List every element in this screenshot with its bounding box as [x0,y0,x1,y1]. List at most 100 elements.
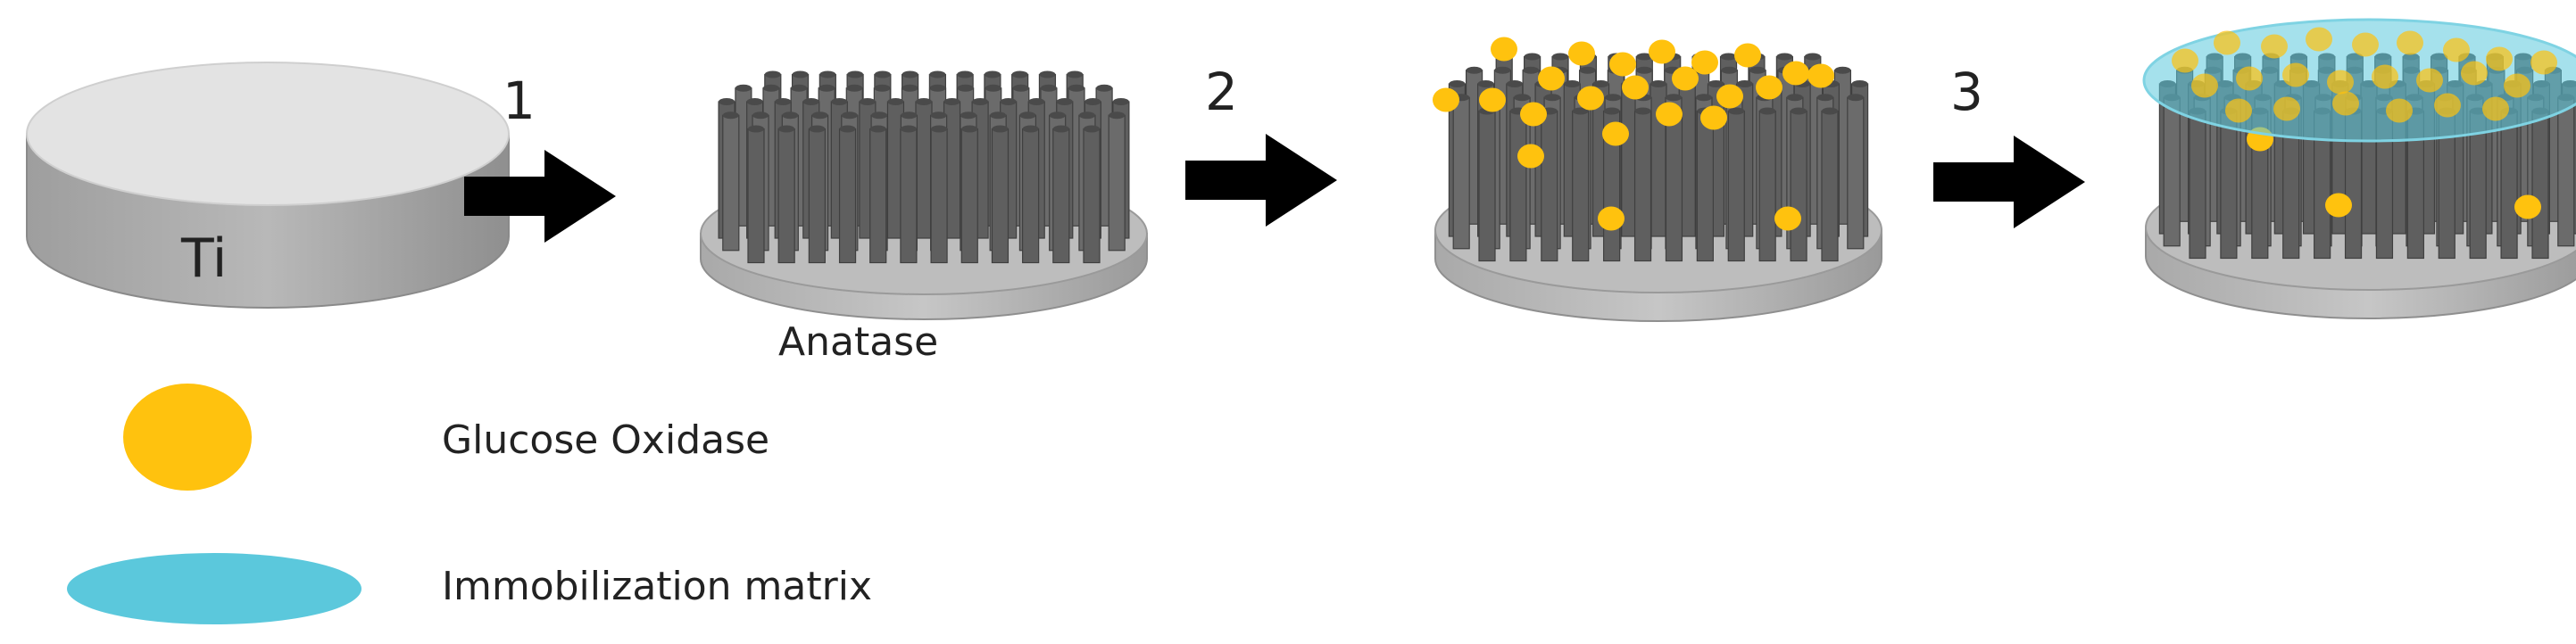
nanotube-opening [791,84,808,92]
glucose-oxidase-particle [1734,43,1761,68]
glucose-oxidase-particle [2397,30,2423,55]
nanotube-opening [1477,80,1494,87]
nanotube-opening [930,111,947,120]
glucose-oxidase-particle [1807,63,1834,88]
glucose-oxidase-particle [2530,50,2557,75]
nanotube-opening [859,98,876,105]
step-1-label: 1 [503,70,536,131]
step-2-label: 2 [1205,62,1238,122]
nanotube-opening [1851,80,1868,87]
nanotube-opening [1847,94,1864,102]
nanotube-opening [1720,53,1737,61]
nanotube-array [1448,53,1869,262]
nanotube [1452,96,1470,250]
nanotube-opening [1449,80,1466,87]
glucose-oxidase-particle [2225,98,2252,123]
nanotube-opening [819,84,835,92]
nanotube [1478,110,1496,262]
nanotube [1696,110,1714,262]
nanotube-opening [1544,94,1561,102]
nanotube-opening [1822,107,1838,115]
nanotube-opening [1096,84,1113,92]
nanotube-opening [1776,53,1793,61]
nanotube-opening [887,98,904,105]
nanotube-opening [929,70,946,78]
nanotube-opening [1067,70,1084,78]
nanotube-opening [809,125,826,133]
glucose-oxidase-particle [2372,64,2398,89]
nanotube-opening [1721,66,1738,74]
nanotube [1509,110,1527,262]
glucose-oxidase-particle [2416,68,2443,93]
nanotube-opening [1011,70,1028,78]
nanotube-opening [1636,53,1653,61]
nanotube-opening [846,84,863,92]
nanotube [1083,128,1101,264]
legend-immobilization-matrix-label: Immobilization matrix [442,564,872,609]
nanotube-opening [990,111,1007,120]
nanotube-opening [839,125,856,133]
nanotube [930,128,948,264]
nanotube-opening [1605,94,1622,102]
nanotube-opening [819,70,836,78]
nanotube-opening [722,111,739,120]
nanotube-opening [1028,98,1045,105]
nanotube [808,128,826,264]
glucose-oxidase-embedded-particles [2172,27,2557,123]
nanotube-opening [1650,80,1666,87]
nanotube [2189,110,2206,260]
glucose-oxidase-particles [1433,37,1834,231]
nanotube [722,114,740,252]
nanotube [1847,96,1865,250]
glucose-oxidase-particle [2172,48,2198,73]
nanotube-opening [943,98,960,105]
nanotube-opening [1040,84,1057,92]
nanotube-opening [900,125,917,133]
immobilization-matrix-ellipse-icon [67,553,361,624]
nanotube-opening [1494,66,1511,74]
glucose-oxidase-particle [1602,121,1629,146]
nanotube-opening [1523,66,1540,74]
nanotube-opening [957,84,974,92]
glucose-oxidase-dot-icon [123,384,252,491]
nanotube-opening [831,98,848,105]
nanotube-opening [1056,98,1073,105]
glucose-oxidase-particle [1598,206,1625,231]
glucose-oxidase-particle [1691,50,1718,75]
glucose-oxidase-particle [1649,39,1675,64]
glucose-oxidase-particle [2486,46,2513,71]
nanotube-opening [1592,80,1609,87]
nanotube-opening [735,84,752,92]
nanotube-array [718,70,1130,264]
glucose-oxidase-particle [2191,73,2218,98]
nanotube-opening [1068,84,1085,92]
ti-disk: Ti [26,62,510,309]
anatase-label: Anatase [778,319,938,365]
glucose-oxidase-particle [2386,98,2413,123]
nanotube [777,128,795,264]
nanotube [1572,110,1590,262]
nanotube-opening [916,98,932,105]
glucose-oxidase-particle [1700,105,1727,130]
nanotube-opening [1728,107,1745,115]
nanotube-opening [847,70,864,78]
glucose-oxidase-particle [2273,96,2300,121]
nanotube-opening [1052,125,1069,133]
glucose-oxidase-particle [2461,61,2488,86]
nanotube-opening [874,70,891,78]
nanotube [1790,110,1807,262]
nanotube-opening [961,125,978,133]
glucose-oxidase-particle [2261,34,2288,59]
nanotube-opening [792,70,809,78]
nanotube [960,128,978,264]
nanotube-opening [752,111,769,120]
nanotube-opening [992,125,1009,133]
nanotube-opening [1078,111,1095,120]
nanotube [915,101,933,239]
nanotube-opening [778,125,795,133]
glucose-oxidase-particle [2327,70,2354,95]
nanotube-opening [1012,84,1029,92]
glucose-oxidase-particle [1491,37,1517,62]
nanotube-opening [1039,70,1056,78]
nanotube-opening [901,111,918,120]
